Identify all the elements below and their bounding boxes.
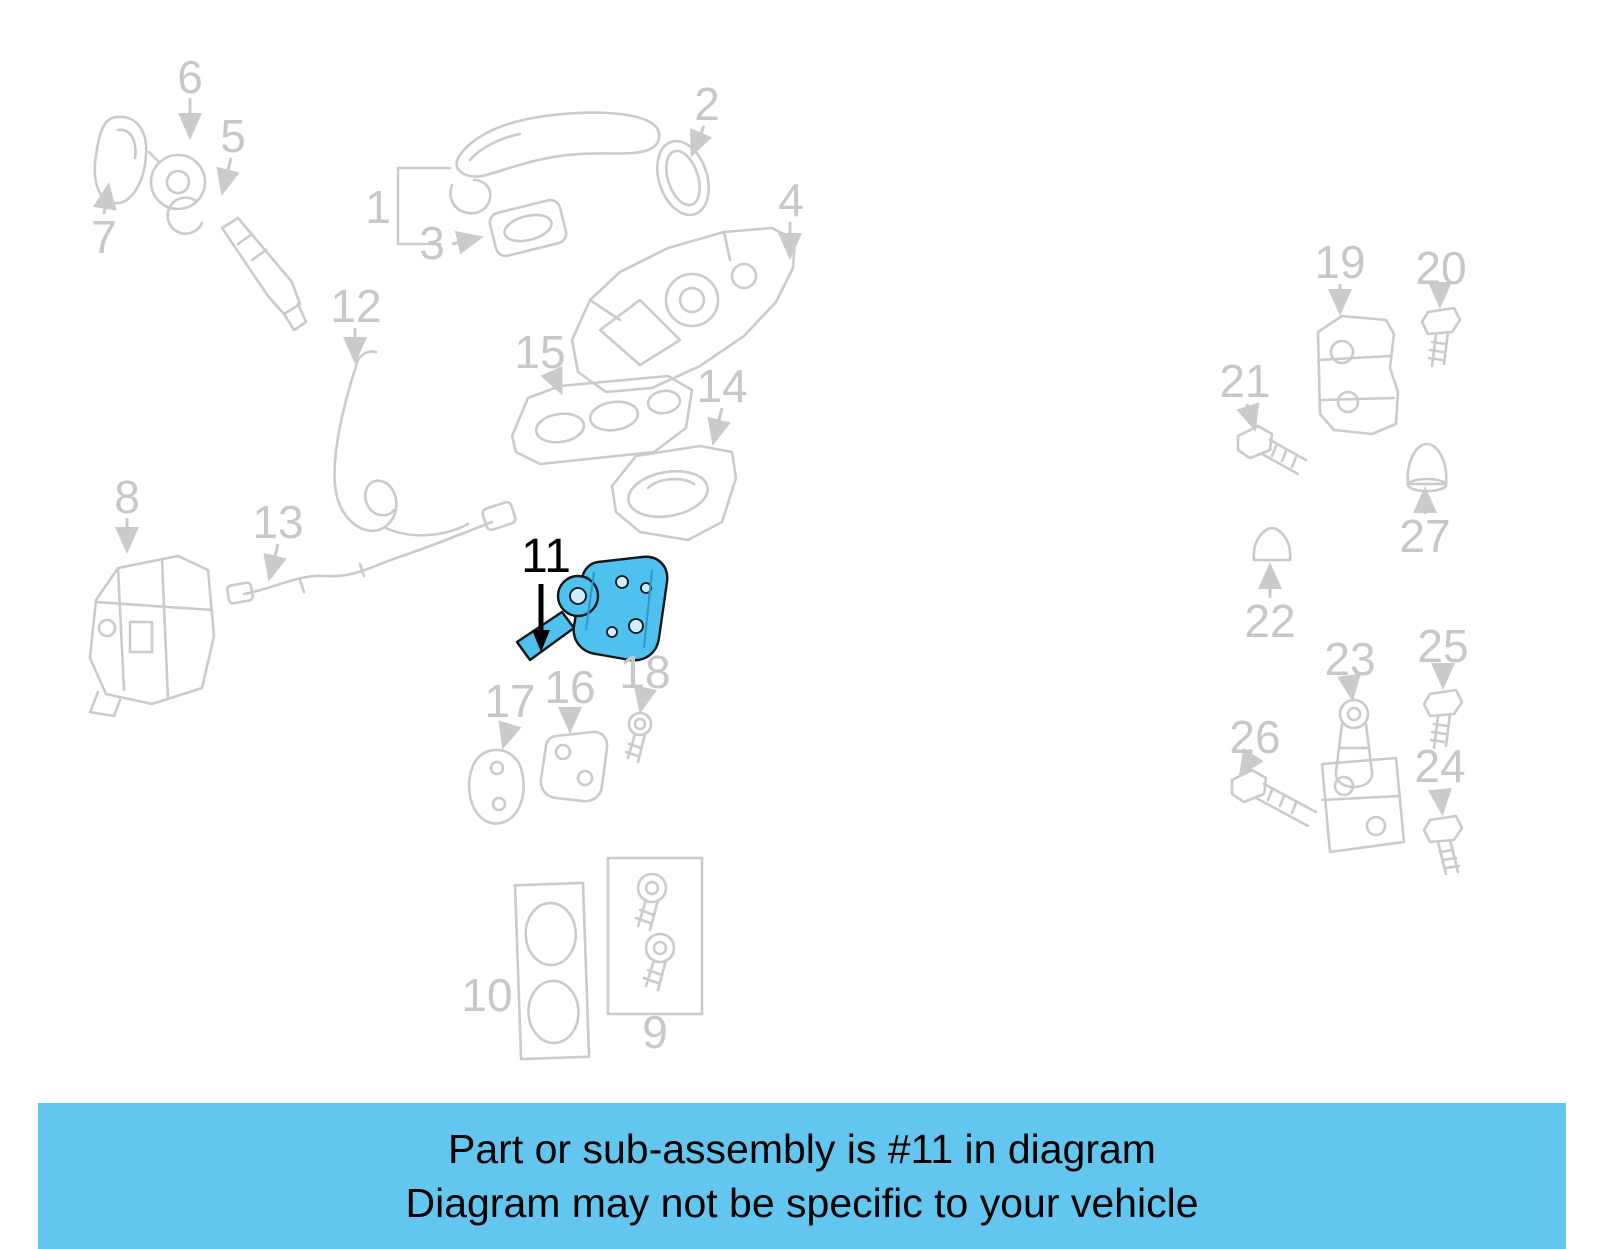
part-label-3: 3 — [419, 217, 445, 269]
part-2-handle-gasket — [656, 139, 710, 217]
part-label-2: 2 — [694, 78, 720, 130]
part-9-screw-set — [606, 856, 704, 1016]
part-label-19: 19 — [1314, 236, 1366, 288]
part-1-outside-handle — [449, 111, 661, 215]
part-11-handle-bracket-highlighted — [515, 555, 669, 662]
label-1-leader-bracket — [396, 166, 452, 246]
part-24-bolt — [1422, 814, 1464, 876]
part-label-22: 22 — [1244, 595, 1296, 647]
part-8-lock-actuator — [88, 554, 216, 718]
part-label-5: 5 — [220, 110, 246, 162]
part-label-18: 18 — [619, 646, 671, 698]
part-27-cushion — [1406, 442, 1448, 493]
part-21-hinge-bolt — [1236, 424, 1308, 476]
part-label-1: 1 — [365, 181, 391, 233]
part-14-inside-handle-bezel — [610, 444, 738, 542]
part-12-lock-cable — [333, 350, 470, 537]
part-label-6: 6 — [177, 51, 203, 103]
part-5-lock-rod — [220, 216, 308, 332]
part-label-24: 24 — [1414, 740, 1466, 792]
part-6-key-cylinder — [147, 150, 207, 235]
part-label-12: 12 — [330, 280, 382, 332]
part-13-release-cable — [225, 500, 517, 605]
part-label-9: 9 — [642, 1006, 668, 1058]
part-20-hinge-bolt — [1420, 306, 1462, 368]
banner-line-1: Part or sub-assembly is #11 in diagram — [448, 1125, 1156, 1172]
part-19-door-hinge — [1316, 314, 1400, 436]
part-label-17: 17 — [484, 675, 536, 727]
part-25-bolt — [1422, 688, 1464, 750]
part-22-plug-cap — [1252, 526, 1292, 562]
part-label-20: 20 — [1415, 242, 1467, 294]
part-10-gasket-plate — [513, 881, 591, 1061]
part-label-13: 13 — [252, 496, 304, 548]
part-7-gasket — [93, 115, 148, 205]
part-18-screw — [624, 711, 653, 764]
part-16-striker-shim — [539, 730, 609, 803]
part-3-handle-pad — [488, 198, 568, 258]
part-11-pointer-arrow — [532, 584, 550, 652]
part-label-25: 25 — [1417, 620, 1469, 672]
part-label-15: 15 — [514, 326, 566, 378]
part-label-10: 10 — [461, 969, 513, 1021]
part-label-4: 4 — [778, 174, 804, 226]
part-label-14: 14 — [696, 360, 748, 412]
part-26-bolt — [1230, 768, 1318, 828]
part-label-27: 27 — [1399, 510, 1451, 562]
part-24-check-bracket — [1320, 756, 1406, 854]
part-17-striker-plate — [467, 748, 525, 825]
part-label-26: 26 — [1229, 711, 1281, 763]
part-4-handle-carrier — [570, 226, 797, 394]
callout-arrows — [92, 98, 1455, 816]
part-label-11: 11 — [521, 530, 571, 583]
part-label-23: 23 — [1324, 633, 1376, 685]
part-label-16: 16 — [544, 661, 596, 713]
part-23-door-check — [1334, 698, 1374, 789]
part-label-8: 8 — [114, 471, 140, 523]
banner-line-2: Diagram may not be specific to your vehi… — [405, 1180, 1199, 1226]
part-label-7: 7 — [91, 211, 117, 263]
info-banner: Part or sub-assembly is #11 in diagram D… — [38, 1103, 1566, 1249]
part-label-21: 21 — [1219, 355, 1271, 407]
